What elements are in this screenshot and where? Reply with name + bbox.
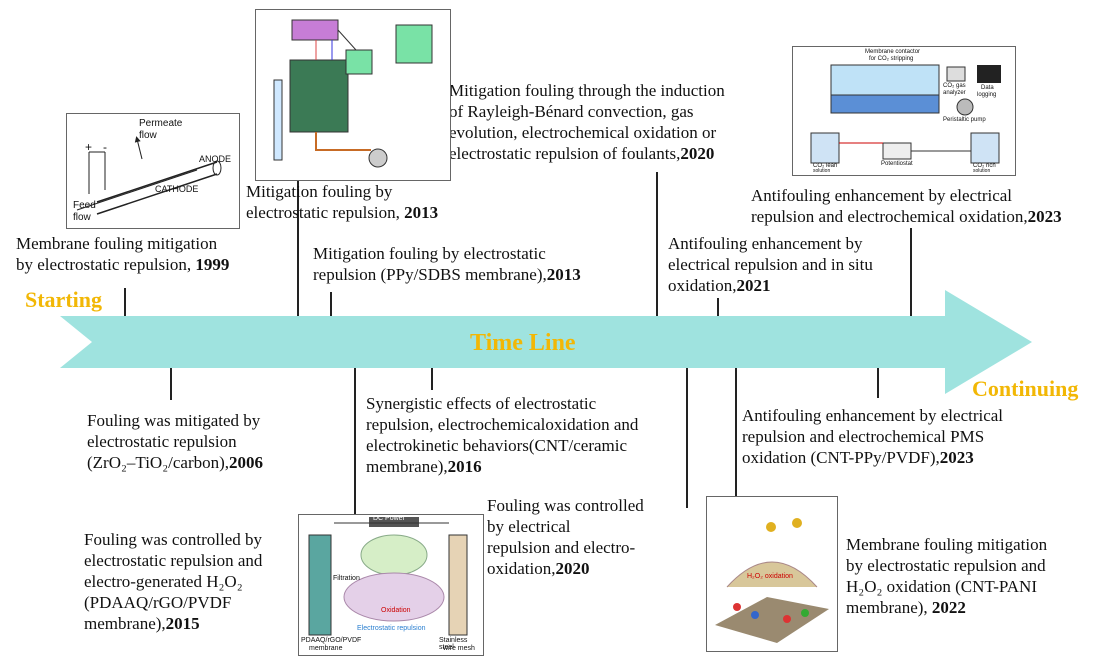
fig2023-pump: Peristaltic pump bbox=[943, 117, 986, 123]
figure-2013-cell-setup bbox=[255, 9, 451, 181]
fig1999-feed: Feed bbox=[73, 200, 96, 211]
event-2016: Synergistic effects of electrostatic rep… bbox=[366, 394, 639, 476]
figure-1999-tubular-membrane: Permeate flow ANODE CATHODE Feed flow + … bbox=[66, 113, 240, 229]
membrane-contactor-illustration bbox=[810, 64, 1001, 164]
tick-2006 bbox=[170, 368, 172, 400]
event-2013a: Mitigation fouling by electrostatic repu… bbox=[246, 182, 439, 222]
fig2023-data: Data bbox=[981, 85, 994, 91]
event-2020a: Mitigation fouling through the induction… bbox=[449, 81, 725, 163]
fig2015-steel: Stainless steel bbox=[439, 637, 468, 651]
figure-2015-pdaaq-setup: DC Power PDAAQ/rGO/PVDF membrane Electro… bbox=[298, 514, 484, 656]
tick-1999 bbox=[124, 288, 126, 316]
event-2015: Fouling was controlled by electrostatic … bbox=[84, 530, 263, 633]
fig2015-dc-power: DC Power bbox=[373, 515, 405, 522]
tubular-membrane-illustration bbox=[76, 136, 222, 215]
fig2015-membrane: membrane bbox=[309, 645, 343, 652]
figure-2022-cnt-pani: H₂O₂ oxidation bbox=[706, 496, 838, 652]
event-2020b: Fouling was controlled by electrical rep… bbox=[487, 496, 644, 578]
tick-2013b bbox=[330, 292, 332, 316]
timeline-center-label: Time Line bbox=[470, 330, 576, 356]
cell-setup-illustration bbox=[273, 19, 433, 168]
fig1999-anode: ANODE bbox=[199, 154, 232, 164]
end-label: Continuing bbox=[972, 376, 1079, 401]
tick-2013a bbox=[297, 180, 299, 316]
start-label: Starting bbox=[25, 287, 102, 312]
tick-2016 bbox=[431, 368, 433, 390]
figure-2023-membrane-contactor: Membrane contactor for CO₂ stripping Dat… bbox=[792, 46, 1016, 176]
tick-2022 bbox=[735, 368, 737, 496]
fig2023-lean-b: solution bbox=[813, 168, 831, 174]
fig1999-permeate: Permeate bbox=[139, 118, 183, 129]
cnt-pani-illustration bbox=[715, 518, 829, 643]
fig1999-minus: - bbox=[103, 140, 107, 154]
fig2023-title: Membrane contactor bbox=[865, 49, 921, 55]
fig2023-lean-a: CO₂ lean bbox=[813, 163, 838, 169]
event-2023b: Antifouling enhancement by electrical re… bbox=[742, 406, 1004, 467]
timeline-arrow bbox=[60, 290, 1032, 394]
fig2023-analyzer-a: CO₂ gas bbox=[943, 83, 966, 89]
fig1999-plus: + bbox=[85, 140, 93, 154]
fig2015-repulsion: Electrostatic repulsion bbox=[357, 625, 426, 632]
event-2022: Membrane fouling mitigation by electrost… bbox=[846, 535, 1048, 617]
tick-2015 bbox=[354, 368, 356, 546]
fig2015-mesh: wire mesh bbox=[443, 645, 475, 652]
event-2013b: Mitigation fouling by electrostatic repu… bbox=[313, 244, 581, 284]
fig2023-logging: logging bbox=[977, 92, 997, 98]
tick-2023a bbox=[910, 228, 912, 316]
fig2015-filtration: Filtration bbox=[333, 575, 360, 582]
fig1999-flow-bottom: flow bbox=[73, 212, 91, 223]
fig1999-cathode: CATHODE bbox=[155, 184, 199, 194]
fig2015-membrane-name: PDAAQ/rGO/PVDF bbox=[301, 637, 362, 644]
fig2023-rich-b: solution bbox=[973, 168, 991, 174]
fig2015-oxidation: Oxidation bbox=[381, 607, 411, 614]
fig2022-label: H₂O₂ oxidation bbox=[747, 573, 793, 580]
event-2021: Antifouling enhancement by electrical re… bbox=[668, 234, 873, 295]
event-2006: Fouling was mitigated by electrostatic r… bbox=[87, 411, 264, 472]
event-2023a: Antifouling enhancement by electrical re… bbox=[751, 186, 1062, 226]
tick-2021 bbox=[717, 298, 719, 316]
tick-2020b bbox=[686, 368, 688, 508]
tick-2020a bbox=[656, 172, 658, 316]
pdaaq-illustration bbox=[308, 517, 468, 636]
fig2023-analyzer-b: analyzer bbox=[943, 90, 966, 96]
fig2023-subtitle: for CO₂ stripping bbox=[869, 56, 914, 62]
event-1999: Membrane fouling mitigation by electrost… bbox=[16, 234, 230, 274]
fig2023-rich-a: CO₂ rich bbox=[973, 163, 996, 169]
fig2023-potentiostat: Potentiostat bbox=[881, 161, 913, 167]
tick-2023b bbox=[877, 368, 879, 398]
fig1999-flow-top: flow bbox=[139, 130, 157, 141]
